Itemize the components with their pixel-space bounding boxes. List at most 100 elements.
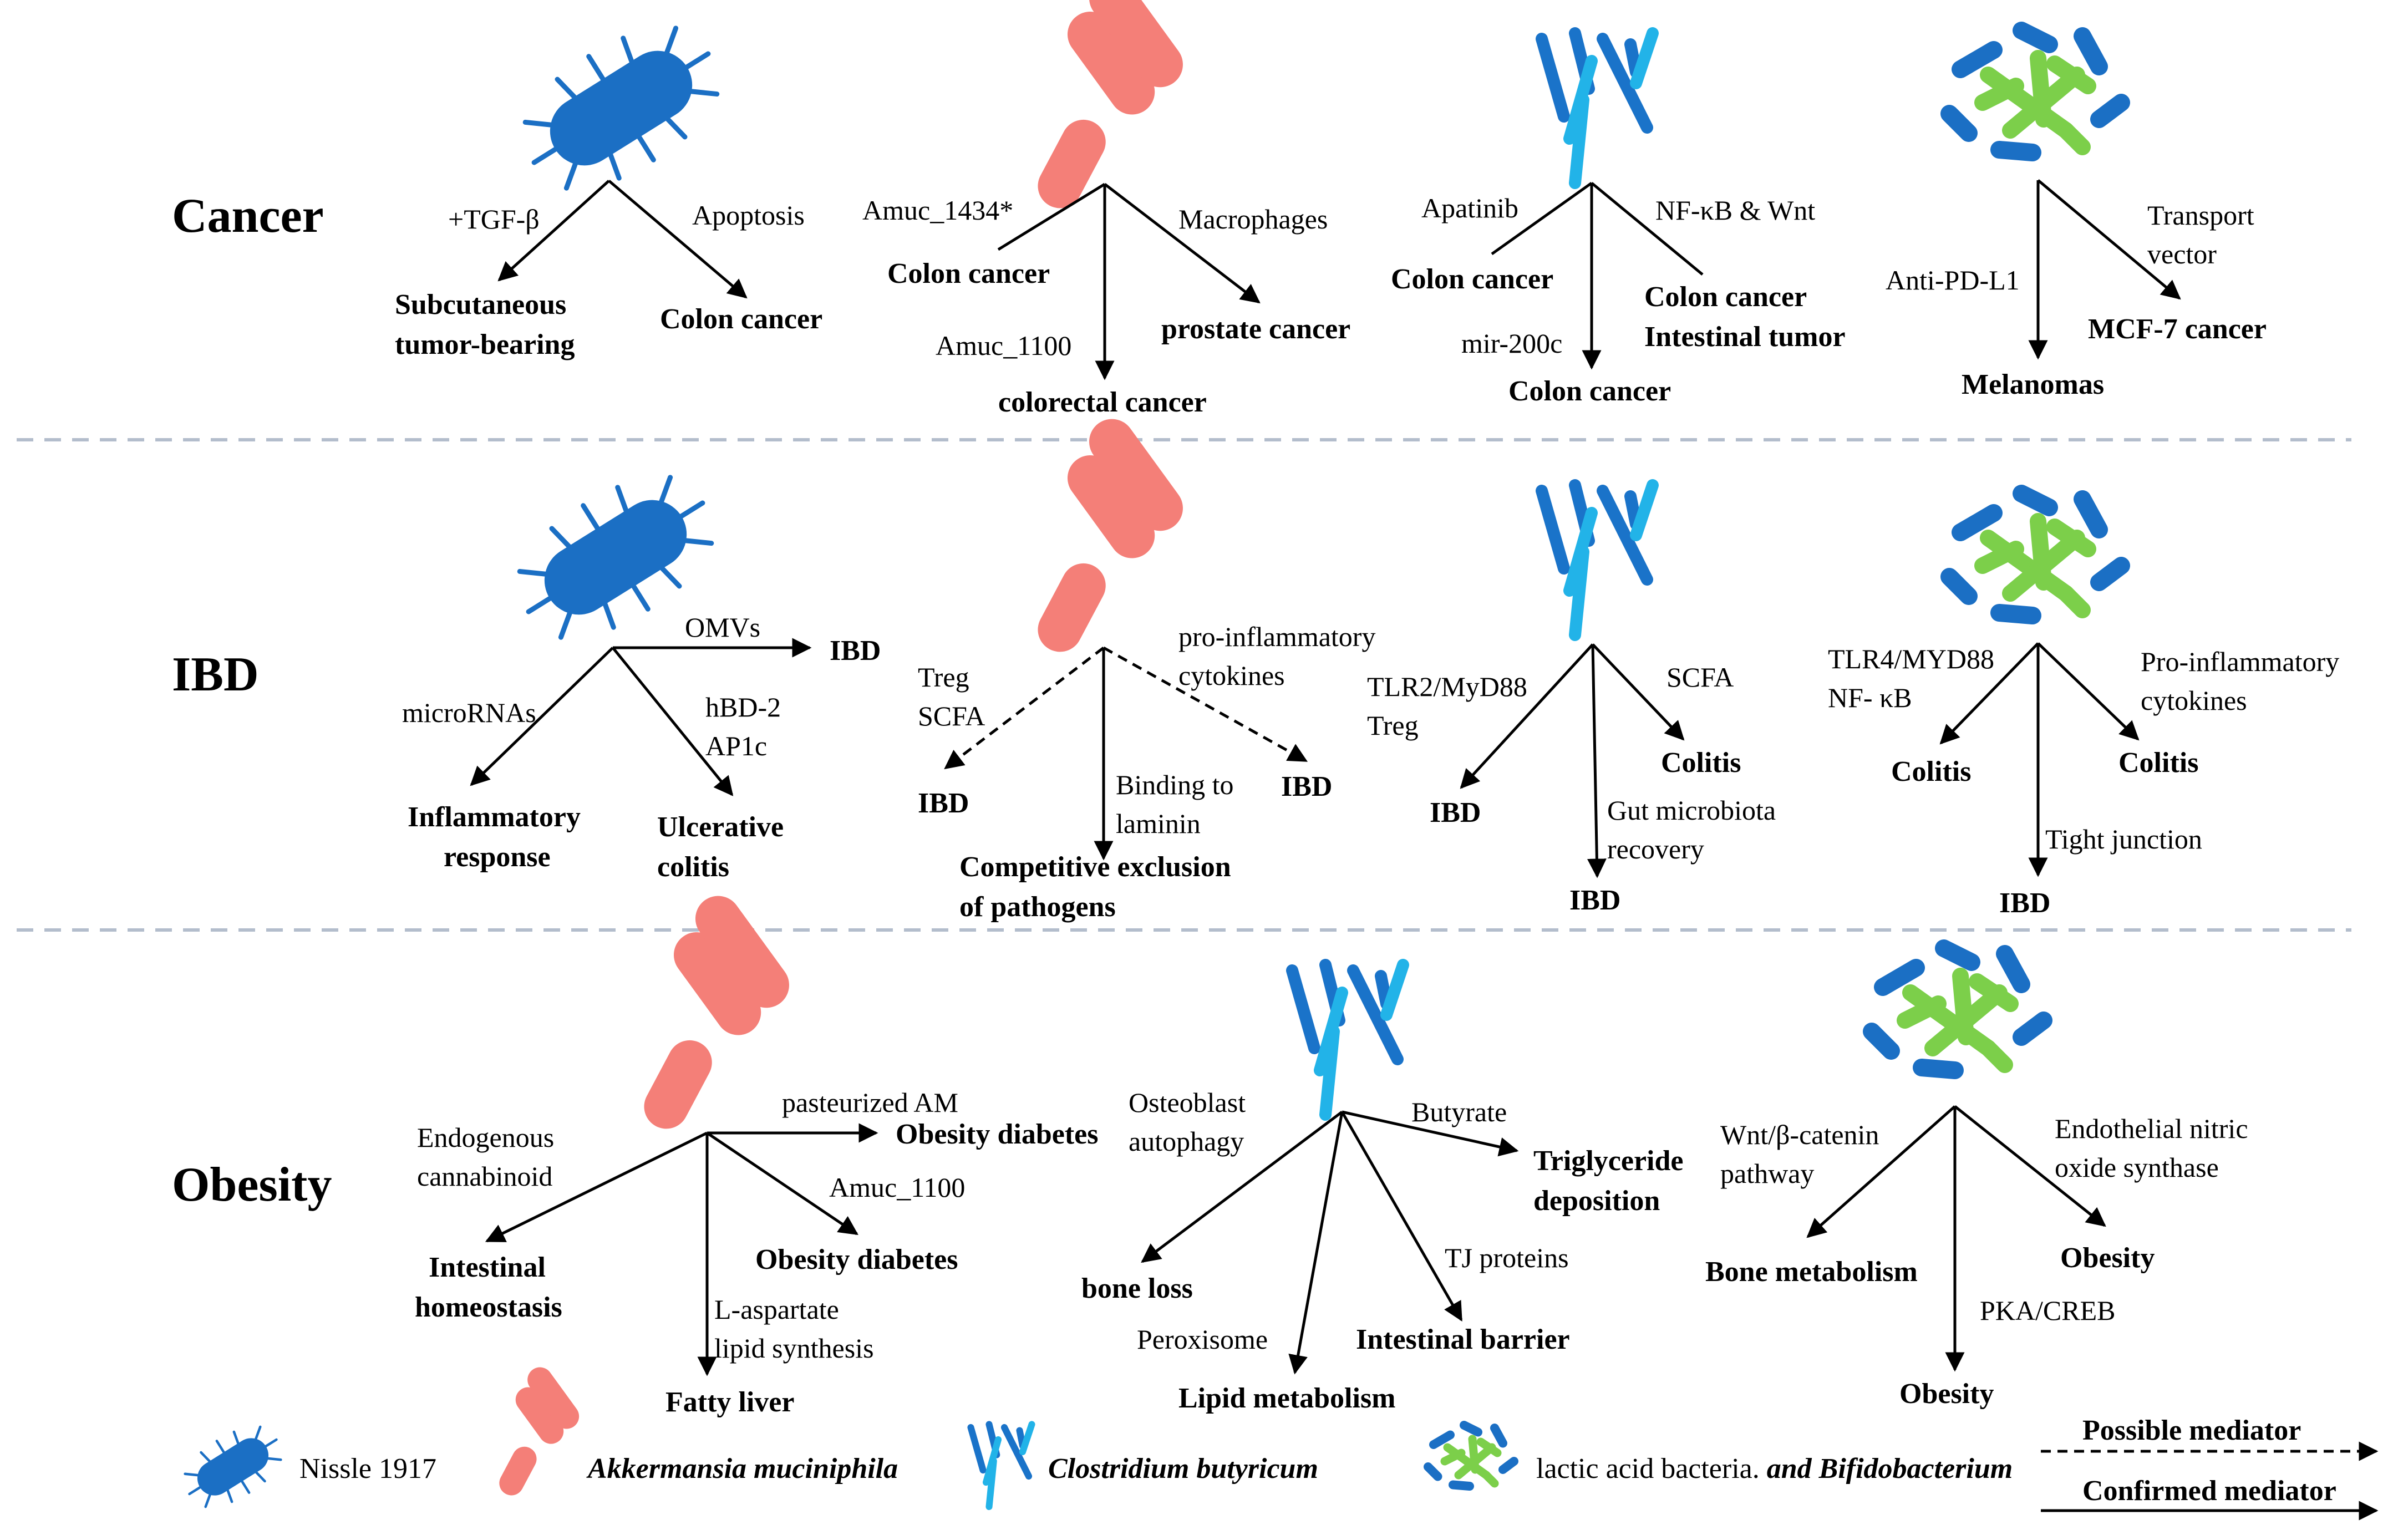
clostridium-icon xyxy=(1292,965,1403,1115)
label-o2-e1b: autophagy xyxy=(1129,1126,1244,1157)
legend-possible: Possible mediator xyxy=(2082,1415,2301,1446)
label-c2-t3: colorectal cancer xyxy=(998,387,1207,418)
akkermansia-icon xyxy=(495,1362,585,1500)
svg-text:lactic acid bacteria. and Bifi: lactic acid bacteria. and Bifidobacteriu… xyxy=(1536,1453,2013,1485)
label-c1-e2: Apoptosis xyxy=(692,200,805,231)
label-i3-t2: Colitis xyxy=(1661,747,1741,779)
edge-c2-2 xyxy=(1104,183,1261,304)
label-i2-e3b: laminin xyxy=(1116,808,1201,839)
label-i2-t3b: of pathogens xyxy=(959,891,1116,923)
section-title-cancer: Cancer xyxy=(172,189,324,243)
label-o1-t2a: Intestinal xyxy=(429,1252,546,1283)
label-c2-t2: prostate cancer xyxy=(1161,313,1350,345)
label-i3-e3a: Gut microbiota xyxy=(1607,795,1776,826)
label-c4-e2b: vector xyxy=(2147,238,2217,270)
edge-c1-1 xyxy=(497,180,610,282)
label-o1-t3: Obesity diabetes xyxy=(755,1244,958,1275)
label-c1-t1a: Subcutaneous xyxy=(395,289,566,321)
label-o1-e1: pasteurized AM xyxy=(782,1087,958,1118)
edge-i3-2 xyxy=(1592,643,1685,741)
legend-nissle: Nissle 1917 xyxy=(299,1453,436,1485)
edge-o3-1 xyxy=(1806,1105,1956,1238)
label-i2-e3a: Binding to xyxy=(1116,769,1234,800)
label-o3-t2: Obesity xyxy=(2060,1242,2155,1274)
label-i3-e1a: TLR2/MyD88 xyxy=(1367,671,1527,702)
label-c1-t1b: tumor-bearing xyxy=(395,329,575,360)
label-o2-e4: TJ proteins xyxy=(1445,1242,1569,1273)
label-c3-e3: mir-200c xyxy=(1461,328,1562,359)
label-o3-e1a: Wnt/β-catenin xyxy=(1720,1119,1879,1150)
label-c3-t2b: Intestinal tumor xyxy=(1644,321,1846,353)
edge-i3-3 xyxy=(1587,644,1607,878)
label-c3-e2: NF-κB & Wnt xyxy=(1655,195,1815,226)
label-o2-e1a: Osteoblast xyxy=(1129,1087,1246,1118)
label-c3-t1: Colon cancer xyxy=(1391,263,1553,295)
legend-confirmed: Confirmed mediator xyxy=(2082,1475,2336,1507)
label-o1-e4b: lipid synthesis xyxy=(714,1333,874,1364)
label-o1-e2b: cannabinoid xyxy=(417,1161,552,1192)
ecoli-icon xyxy=(173,1414,292,1519)
label-o1-e3: Amuc_1100 xyxy=(829,1172,965,1203)
label-c3-e1: Apatinib xyxy=(1421,192,1518,223)
label-i1-t1: IBD xyxy=(830,635,881,667)
label-c2-e2: Macrophages xyxy=(1178,204,1328,235)
label-i3-e3b: recovery xyxy=(1607,833,1704,865)
label-i1-t2b: response xyxy=(444,841,551,873)
lab-bifido-icon xyxy=(1428,1425,1514,1486)
label-o3-e2a: Endothelial nitric xyxy=(2055,1113,2248,1144)
label-o2-e2: Butyrate xyxy=(1411,1096,1507,1127)
label-i4-t1: Colitis xyxy=(1891,756,1971,787)
legend: Nissle 1917 Akkermansia muciniphila Clos… xyxy=(173,1362,2379,1520)
label-c4-t2: MCF-7 cancer xyxy=(2088,313,2267,345)
label-i2-t1: IBD xyxy=(918,787,969,819)
label-i1-e2: microRNAs xyxy=(402,697,536,728)
label-c2-t1: Colon cancer xyxy=(887,258,1050,289)
edge-i4-2 xyxy=(2037,642,2140,741)
label-i2-e1a: Treg xyxy=(918,662,969,693)
label-i2-e2a: pro-inflammatory xyxy=(1178,621,1375,652)
legend-lab: lactic acid bacteria. xyxy=(1536,1453,1767,1485)
section-title-obesity: Obesity xyxy=(172,1158,332,1212)
ecoli-icon xyxy=(502,2,740,215)
clostridium-icon xyxy=(1542,33,1653,183)
edge-i1-2 xyxy=(470,647,614,786)
label-c4-t1: Melanomas xyxy=(1962,369,2104,400)
edge-o1-3 xyxy=(706,1131,858,1236)
label-o3-e3: PKA/CREB xyxy=(1980,1295,2116,1326)
label-c3-t2a: Colon cancer xyxy=(1644,281,1807,313)
label-c4-e1: Anti-PD-L1 xyxy=(1886,265,2020,296)
label-i2-t2: IBD xyxy=(1281,771,1332,802)
label-i4-t3: IBD xyxy=(1999,887,2050,919)
label-o2-t1: bone loss xyxy=(1081,1273,1193,1304)
label-c4-e2a: Transport xyxy=(2147,200,2254,231)
label-o3-t1: Bone metabolism xyxy=(1705,1256,1918,1288)
label-i3-t3: IBD xyxy=(1569,885,1620,916)
label-i4-e2b: cytokines xyxy=(2141,685,2247,716)
label-i3-t1: IBD xyxy=(1430,797,1481,829)
label-o1-e2a: Endogenous xyxy=(417,1122,554,1153)
label-c3-t3: Colon cancer xyxy=(1508,375,1671,407)
label-i1-e1: OMVs xyxy=(685,612,760,643)
label-i1-e3a: hBD-2 xyxy=(705,692,781,723)
label-o2-t2a: Triglyceride xyxy=(1533,1145,1684,1177)
label-c1-e1: +TGF-β xyxy=(448,204,540,235)
akkermansia-icon xyxy=(1030,410,1192,660)
label-i4-e2a: Pro-inflammatory xyxy=(2141,646,2339,677)
edge-c2-1 xyxy=(997,182,1106,251)
label-o3-e1b: pathway xyxy=(1720,1158,1814,1189)
clostridium-icon xyxy=(971,1425,1032,1507)
edge-i4-1 xyxy=(1939,642,2039,745)
edge-c4-2 xyxy=(2037,179,2181,300)
lab-bifido-icon xyxy=(1872,948,2044,1070)
edge-c3-2 xyxy=(1591,182,1704,276)
legend-akkermansia: Akkermansia muciniphila xyxy=(586,1453,898,1485)
label-o3-t3: Obesity xyxy=(1899,1378,1994,1410)
label-o1-t4: Fatty liver xyxy=(665,1386,794,1418)
label-o2-t2b: deposition xyxy=(1533,1185,1660,1217)
label-i1-t3a: Ulcerative xyxy=(657,811,784,843)
label-c2-e3: Amuc_1100 xyxy=(936,330,1071,361)
label-i2-e1b: SCFA xyxy=(918,700,985,731)
label-i1-e3b: AP1c xyxy=(705,730,767,761)
label-o2-t4: Intestinal barrier xyxy=(1356,1324,1570,1355)
